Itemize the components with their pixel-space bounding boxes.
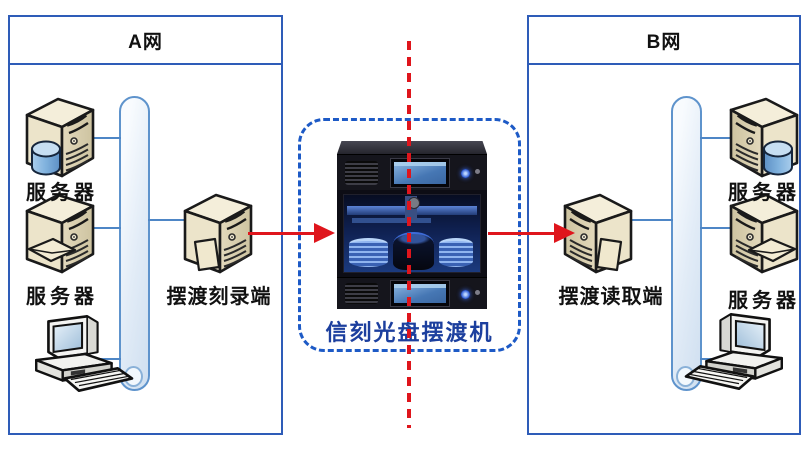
- machine-lower-panel: [337, 277, 487, 309]
- read-arrow-head-icon: [554, 223, 575, 243]
- desktop-computer-icon: [34, 315, 134, 393]
- connector-a-server2: [90, 227, 121, 229]
- vent-grille-icon: [345, 283, 378, 304]
- read-arrow-line: [488, 232, 556, 235]
- machine-upper-panel: [337, 154, 487, 190]
- disc-spindle-right: [439, 238, 474, 268]
- server-a1-label: 服务器: [26, 182, 98, 204]
- button-icon: [475, 290, 480, 295]
- ferry-write-label: 摆渡刻录端: [166, 286, 272, 308]
- server-b1-label: 服务器: [728, 182, 800, 204]
- disc-ferry-machine-image: [337, 141, 487, 309]
- vent-grille-icon: [345, 161, 378, 185]
- desktop-computer-icon: [684, 313, 784, 391]
- connector-b-ferry-read: [628, 219, 673, 221]
- connector-b-server2: [700, 227, 736, 229]
- machine-window: [337, 190, 487, 277]
- network-boundary-dashed-line: [407, 41, 411, 428]
- server-b2-label: 服务器: [728, 290, 800, 312]
- power-led-icon: [461, 290, 470, 299]
- ferry-write-server-icon: [183, 193, 253, 274]
- network-a-title: A网: [10, 17, 281, 65]
- server-database-icon: [729, 97, 799, 178]
- network-a-bus: [119, 96, 150, 391]
- connector-b-server1: [700, 137, 736, 139]
- disc-spindle-left: [349, 238, 388, 268]
- power-led-icon: [461, 169, 470, 178]
- server-a2-label: 服务器: [26, 286, 98, 308]
- connector-a-computer: [100, 358, 121, 360]
- disc-bin-center: [392, 231, 434, 271]
- machine-display-screen: [390, 158, 450, 188]
- network-b-title: B网: [529, 17, 799, 65]
- machine-display-screen: [390, 280, 450, 307]
- write-arrow-head-icon: [314, 223, 335, 243]
- server-database-icon: [25, 97, 95, 178]
- button-icon: [475, 169, 480, 174]
- connector-a-server1: [90, 137, 121, 139]
- write-arrow-line: [248, 232, 316, 235]
- connector-a-ferry-write: [148, 219, 194, 221]
- ferry-read-label: 摆渡读取端: [558, 286, 664, 308]
- machine-lid: [337, 141, 487, 154]
